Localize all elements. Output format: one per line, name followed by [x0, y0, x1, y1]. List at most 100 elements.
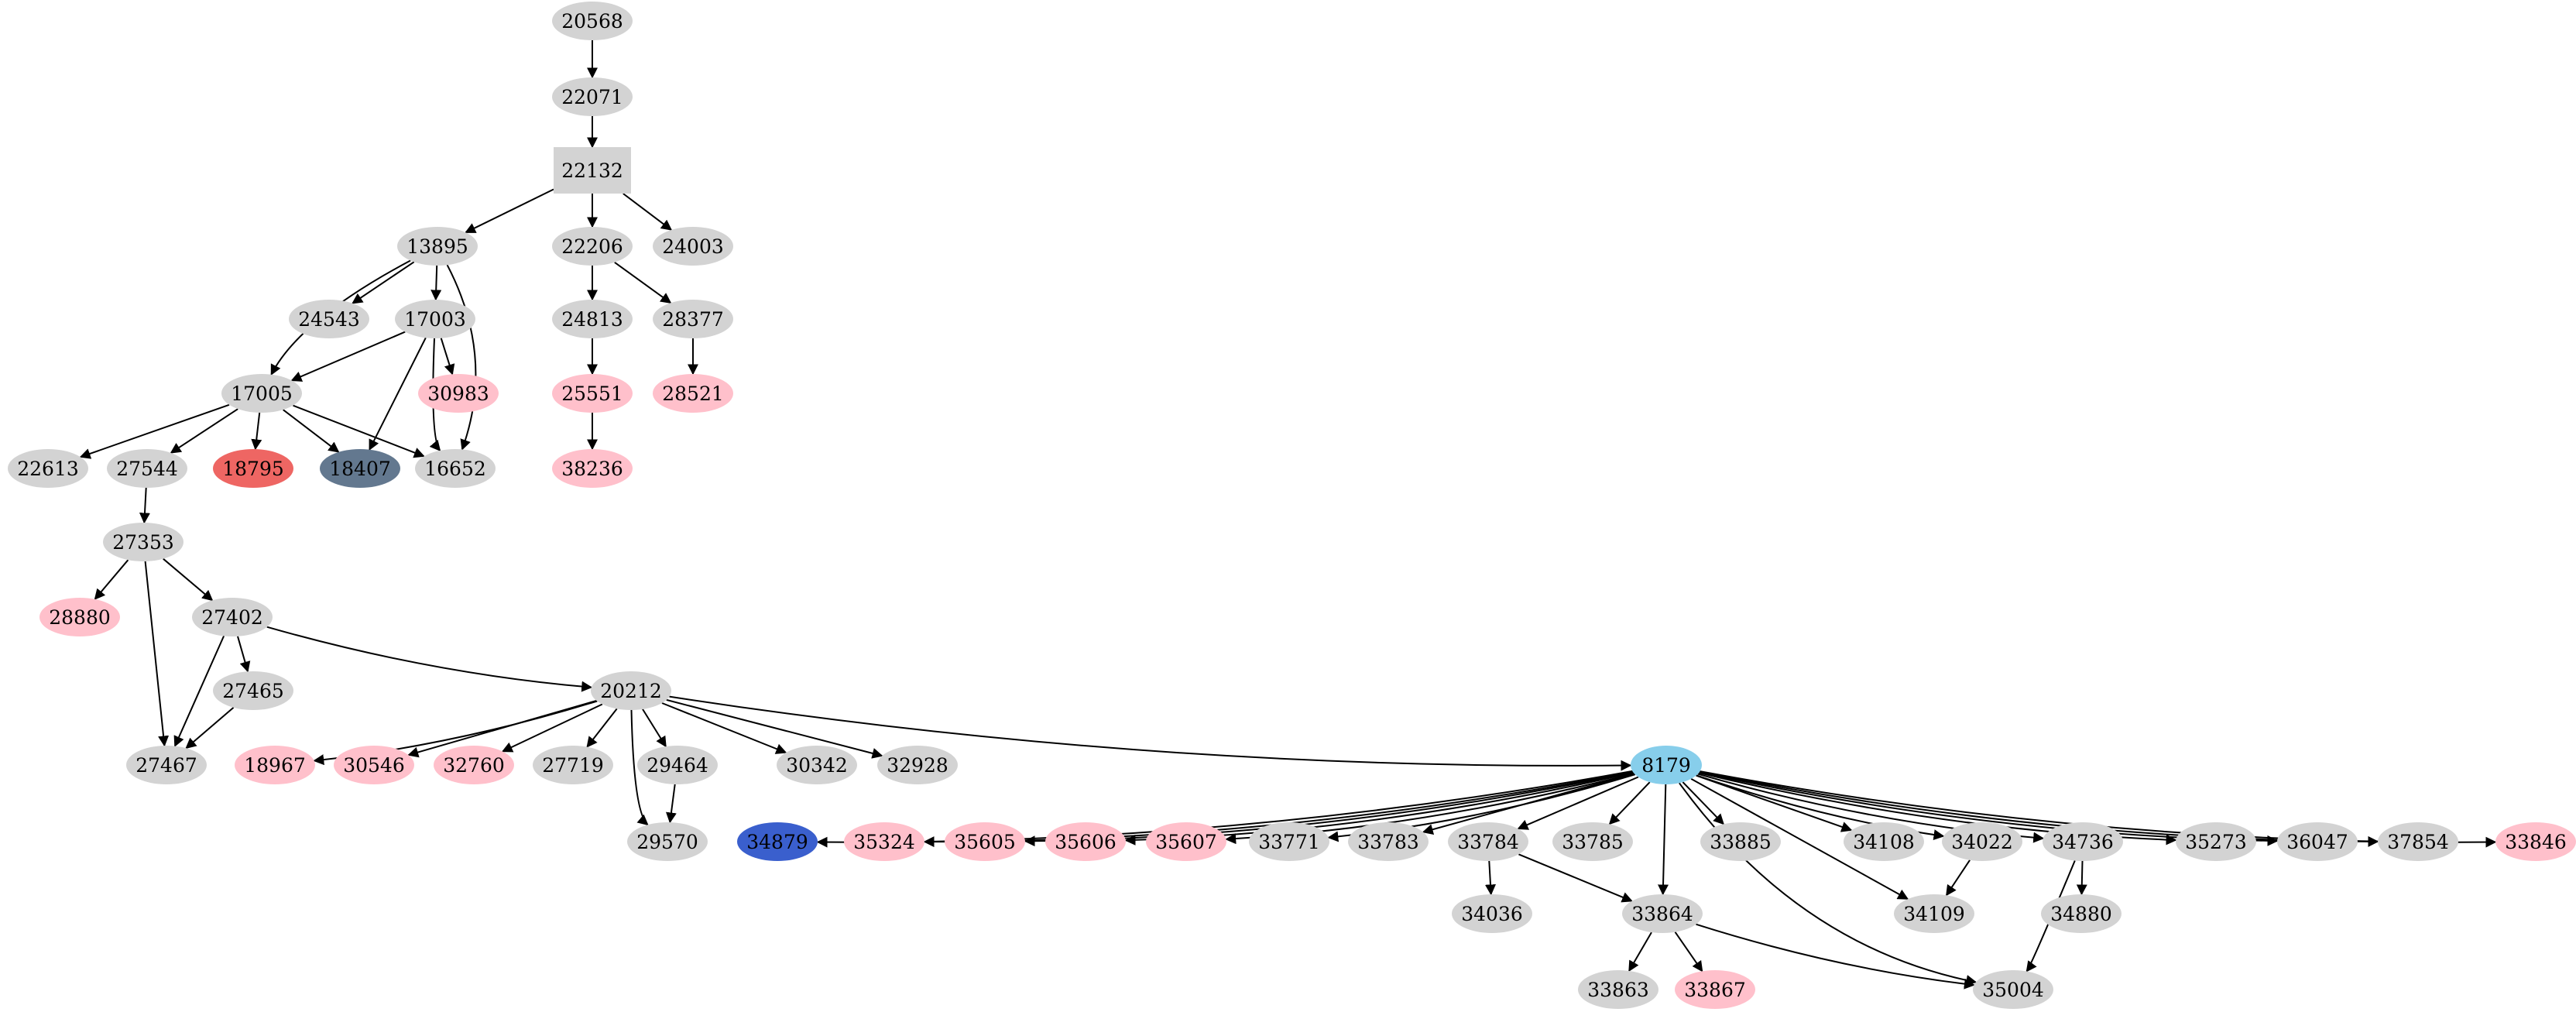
graph-node-8179[interactable]: 8179 — [1631, 746, 1702, 784]
graph-node-35607[interactable]: 35607 — [1146, 822, 1226, 861]
node-label: 29464 — [647, 753, 708, 777]
node-label: 35607 — [1155, 830, 1217, 853]
node-label: 34736 — [2052, 830, 2114, 853]
graph-edge-17005-16652 — [293, 404, 425, 458]
graph-node-36047[interactable]: 36047 — [2277, 822, 2358, 861]
graph-node-35004[interactable]: 35004 — [1973, 970, 2053, 1009]
graph-node-18795[interactable]: 18795 — [213, 449, 293, 488]
node-label: 27544 — [116, 457, 178, 480]
graph-edge-34736-35004 — [2025, 860, 2076, 973]
graph-node-13895[interactable]: 13895 — [397, 227, 478, 266]
graph-edge-13895-17003 — [430, 265, 442, 301]
graph-node-20568[interactable]: 20568 — [552, 2, 633, 40]
graph-node-22206[interactable]: 22206 — [552, 227, 633, 266]
graph-node-33846[interactable]: 33846 — [2495, 822, 2576, 861]
node-label: 33783 — [1357, 830, 1419, 853]
graph-edge-17005-18407 — [283, 409, 340, 453]
graph-node-24813[interactable]: 24813 — [552, 300, 633, 338]
graph-node-30983[interactable]: 30983 — [418, 374, 499, 413]
graph-node-24003[interactable]: 24003 — [653, 227, 733, 266]
node-label: 33867 — [1684, 978, 1746, 1001]
graph-edge-33864-35004 — [1696, 923, 1975, 990]
graph-node-33784[interactable]: 33784 — [1448, 822, 1528, 861]
node-label: 32928 — [887, 753, 948, 777]
node-label: 30546 — [343, 753, 405, 777]
graph-node-18967[interactable]: 18967 — [235, 746, 315, 784]
graph-edge-20212-32760 — [501, 703, 603, 753]
node-label: 34879 — [746, 830, 808, 853]
graph-node-28377[interactable]: 28377 — [653, 300, 733, 338]
graph-node-28521[interactable]: 28521 — [653, 374, 733, 413]
graph-node-27467[interactable]: 27467 — [126, 746, 207, 784]
graph-node-34108[interactable]: 34108 — [1844, 822, 1924, 861]
node-label: 27353 — [112, 530, 174, 554]
node-label: 33771 — [1258, 830, 1320, 853]
graph-edge-27402-20212 — [266, 626, 593, 692]
graph-node-33785[interactable]: 33785 — [1552, 822, 1633, 861]
graph-node-34022[interactable]: 34022 — [1942, 822, 2022, 861]
graph-node-33864[interactable]: 33864 — [1622, 894, 1703, 933]
graph-node-27465[interactable]: 27465 — [213, 671, 293, 710]
graph-node-38236[interactable]: 38236 — [552, 449, 633, 488]
node-label: 18967 — [244, 753, 306, 777]
graph-node-33783[interactable]: 33783 — [1348, 822, 1429, 861]
graph-node-34036[interactable]: 34036 — [1452, 894, 1532, 933]
graph-node-34879[interactable]: 34879 — [737, 822, 818, 861]
graph-node-35605[interactable]: 35605 — [945, 822, 1025, 861]
graph-node-29464[interactable]: 29464 — [637, 746, 718, 784]
graph-node-29570[interactable]: 29570 — [627, 822, 708, 861]
graph-node-22613[interactable]: 22613 — [8, 449, 88, 488]
graph-node-35273[interactable]: 35273 — [2176, 822, 2256, 861]
graph-node-22132[interactable]: 22132 — [554, 147, 631, 194]
graph-node-30342[interactable]: 30342 — [777, 746, 857, 784]
graph-node-22071[interactable]: 22071 — [552, 77, 633, 116]
graph-edge-29464-29570 — [665, 784, 677, 824]
graph-node-34880[interactable]: 34880 — [2041, 894, 2122, 933]
graph-edge-17003-18407 — [369, 337, 427, 451]
graph-node-33863[interactable]: 33863 — [1578, 970, 1658, 1009]
graph-edge-27402-27465 — [237, 636, 251, 673]
node-label: 35606 — [1055, 830, 1116, 853]
graph-node-27544[interactable]: 27544 — [107, 449, 187, 488]
node-label: 33785 — [1562, 830, 1624, 853]
graph-edge-17003-17005 — [290, 331, 406, 382]
graph-edge-33784-33864 — [1518, 853, 1633, 903]
graph-node-27353[interactable]: 27353 — [103, 523, 184, 561]
graph-node-18407[interactable]: 18407 — [320, 449, 400, 488]
graph-node-34736[interactable]: 34736 — [2043, 822, 2123, 861]
graph-node-28880[interactable]: 28880 — [39, 598, 120, 636]
graph-node-20212[interactable]: 20212 — [591, 671, 671, 710]
node-label: 32760 — [443, 753, 505, 777]
node-label: 24813 — [561, 307, 623, 331]
graph-edge-22132-24003 — [623, 193, 673, 231]
graph-node-25551[interactable]: 25551 — [552, 374, 633, 413]
graph-node-33867[interactable]: 33867 — [1675, 970, 1755, 1009]
graph-node-24543[interactable]: 24543 — [289, 300, 369, 338]
graph-edge-8179-34109 — [1690, 778, 1909, 900]
node-label: 35324 — [853, 830, 915, 853]
node-label: 34880 — [2050, 902, 2112, 925]
graph-node-17003[interactable]: 17003 — [395, 300, 475, 338]
node-label: 36047 — [2286, 830, 2348, 853]
graph-node-16652[interactable]: 16652 — [415, 449, 496, 488]
graph-node-37854[interactable]: 37854 — [2378, 822, 2458, 861]
graph-node-27719[interactable]: 27719 — [533, 746, 613, 784]
graph-node-17005[interactable]: 17005 — [221, 374, 302, 413]
graph-node-30546[interactable]: 30546 — [334, 746, 414, 784]
graph-node-32928[interactable]: 32928 — [877, 746, 958, 784]
node-label: 24543 — [298, 307, 360, 331]
graph-node-34109[interactable]: 34109 — [1894, 894, 1974, 933]
graph-edge-20212-32928 — [666, 698, 883, 759]
graph-node-27402[interactable]: 27402 — [192, 598, 273, 636]
node-label: 22206 — [561, 235, 623, 258]
node-label: 35605 — [954, 830, 1016, 853]
graph-node-35606[interactable]: 35606 — [1045, 822, 1126, 861]
node-label: 16652 — [424, 457, 486, 480]
graph-node-33771[interactable]: 33771 — [1249, 822, 1329, 861]
graph-edge-33864-33863 — [1628, 931, 1652, 973]
graph-node-35324[interactable]: 35324 — [844, 822, 924, 861]
graph-edge-27353-27402 — [163, 557, 214, 602]
graph-edge-22132-13895 — [465, 188, 554, 234]
graph-node-33885[interactable]: 33885 — [1700, 822, 1781, 861]
graph-node-32760[interactable]: 32760 — [434, 746, 514, 784]
